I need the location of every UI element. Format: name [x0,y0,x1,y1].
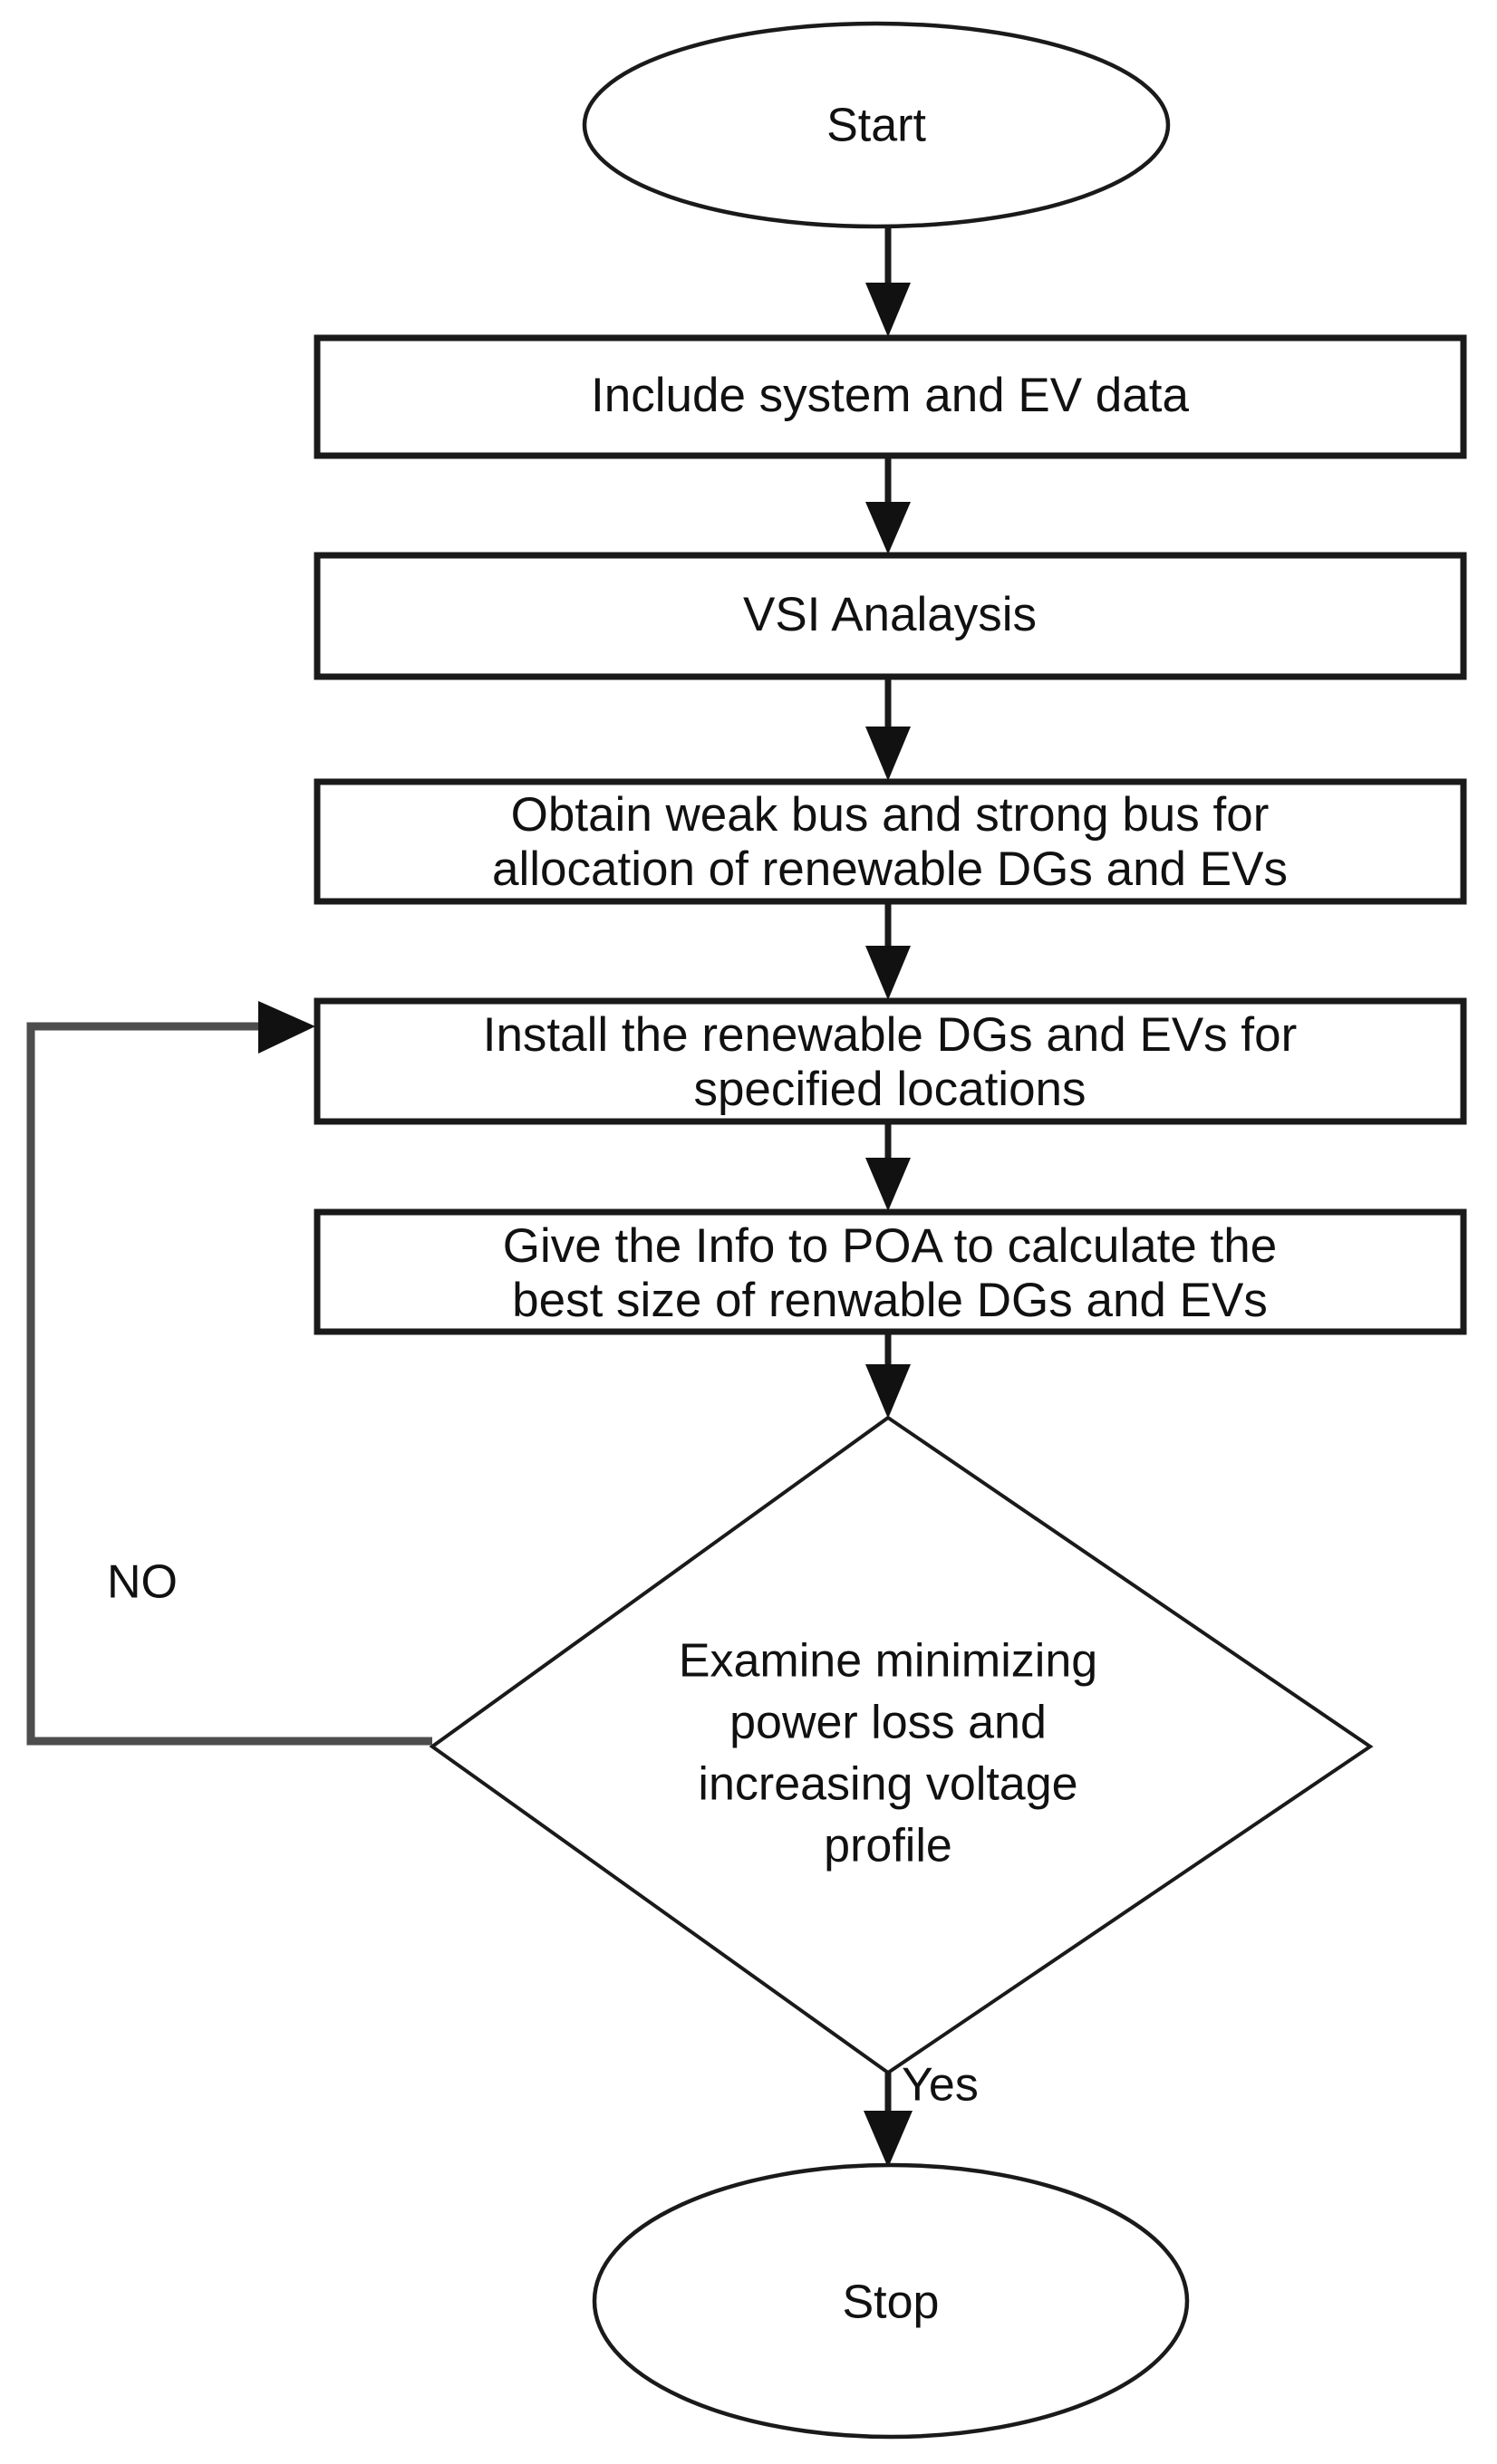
obtain-buses-label-line2: allocation of renewable DGs and EVs [492,842,1288,896]
node-include-data[interactable]: Include system and EV data [314,334,1467,459]
edge-label-no: NO [107,1556,178,1609]
node-install-dgs[interactable]: Install the renewable DGs and EVs for sp… [314,997,1467,1125]
node-examine-decision[interactable]: Examine minimizing power loss and increa… [429,1415,1374,2075]
arrowhead-icon [865,1364,911,1419]
no-loop-path [26,1022,432,1746]
edge-poa-to-examine [865,1332,911,1419]
edge-install-to-poa [865,1121,911,1211]
edge-vsi-to-obtain [865,677,911,781]
edge-obtain-to-install [865,901,911,1000]
poa-sizing-label-line2: best size of renwable DGs and EVs [512,1274,1268,1327]
include-data-rect-shape [314,334,1467,459]
vsi-analysis-label: VSI Analaysis [743,588,1037,641]
edge-examine-to-install-no: NO [26,1001,432,1746]
edge-label-yes: Yes [902,2059,979,2112]
node-stop[interactable]: Stop [592,2162,1190,2440]
start-ellipse-shape [582,21,1171,229]
arrowhead-icon [865,727,911,781]
arrowhead-icon [865,502,911,554]
edge-data-to-vsi [865,456,911,554]
arrowhead-icon [865,946,911,1000]
arrowhead-icon [258,1001,315,1054]
arrowhead-icon [865,1158,911,1211]
examine-decision-label-line4: profile [824,1820,952,1872]
examine-decision-label-line2: power loss and [729,1697,1047,1749]
node-vsi-analysis[interactable]: VSI Analaysis [314,552,1467,680]
stop-ellipse-shape [592,2162,1190,2440]
arrowhead-icon [864,2111,913,2168]
start-label: Start [826,100,926,152]
node-poa-sizing[interactable]: Give the Info to POA to calculate the be… [314,1208,1467,1335]
edge-examine-to-stop-yes: Yes [864,2059,979,2168]
examine-decision-label-line3: increasing voltage [698,1758,1077,1811]
poa-sizing-label-line1: Give the Info to POA to calculate the [503,1219,1277,1273]
install-dgs-label-line2: specified locations [693,1063,1086,1116]
node-obtain-buses[interactable]: Obtain weak bus and strong bus for alloc… [314,778,1467,905]
include-data-label: Include system and EV data [591,369,1189,422]
edge-start-to-data [865,226,911,337]
examine-decision-label-line1: Examine minimizing [679,1635,1097,1688]
arrowhead-icon [865,283,911,337]
obtain-buses-label-line1: Obtain weak bus and strong bus for [511,788,1270,842]
node-start[interactable]: Start [582,21,1171,229]
install-dgs-label-line1: Install the renewable DGs and EVs for [483,1008,1298,1062]
obtain-buses-rect-shape [314,778,1467,905]
stop-label: Stop [843,2276,940,2329]
